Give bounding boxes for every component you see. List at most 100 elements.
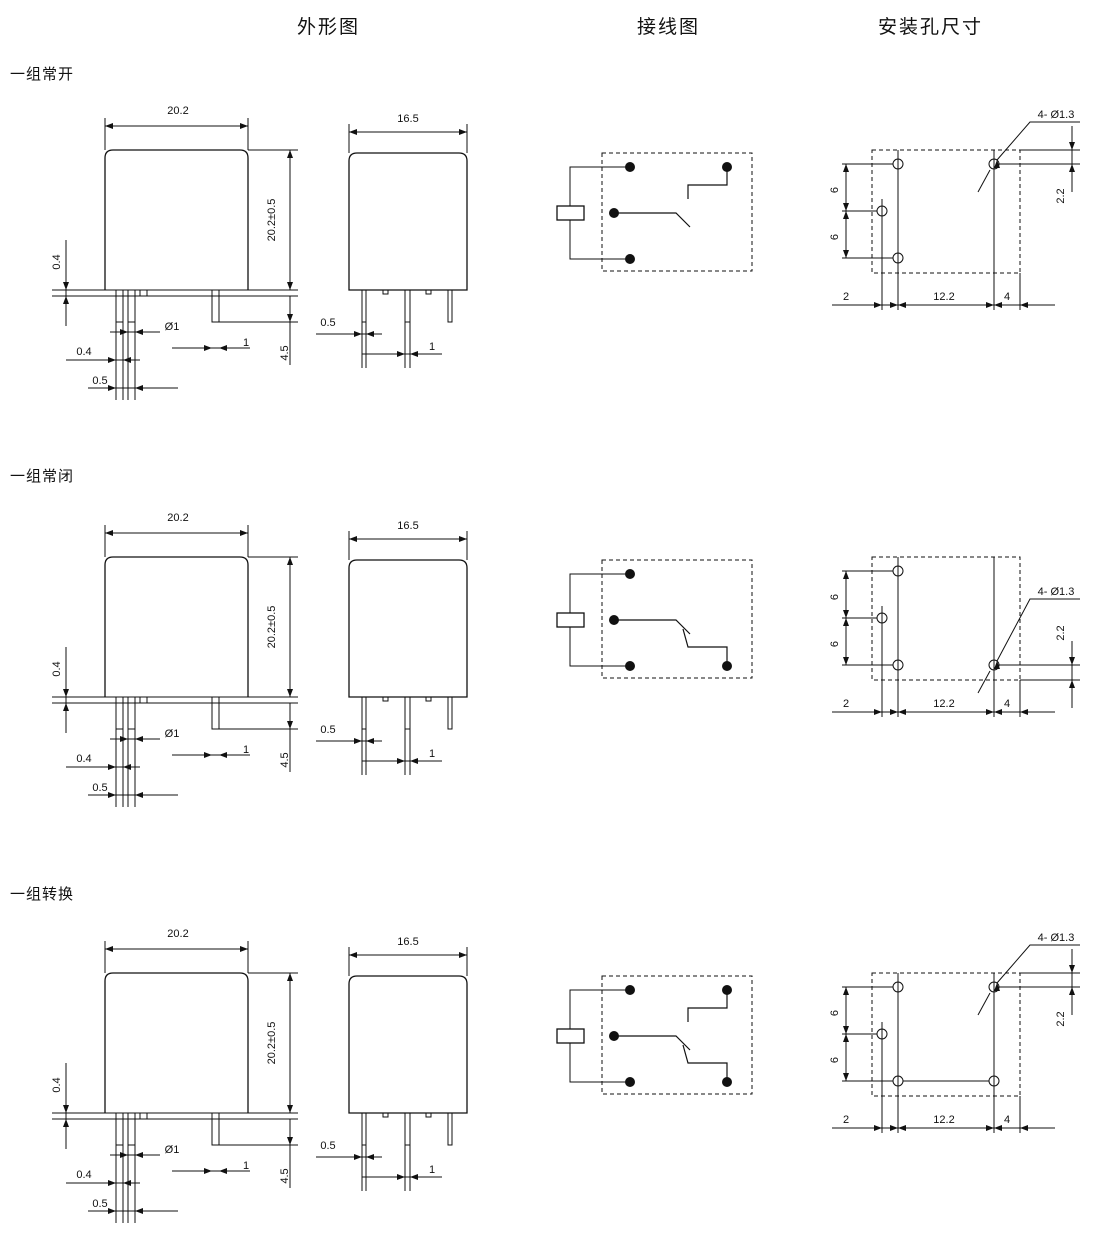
arrowhead	[843, 987, 849, 995]
arrowhead	[135, 792, 143, 798]
front-view-body	[104, 149, 249, 290]
coil-terminal-1	[625, 569, 635, 579]
row-label-nc: 一组常闭	[10, 467, 75, 485]
side-pin-stub	[382, 696, 389, 702]
arrowhead	[108, 385, 116, 391]
hole-leader-line	[977, 670, 991, 694]
pin-pitch-label: 0.5	[92, 782, 107, 794]
arrowhead	[287, 557, 293, 565]
front-pin	[127, 1112, 136, 1146]
front-pin	[127, 696, 136, 730]
hole-edge-v-label: 2.2	[1055, 1011, 1067, 1026]
arrowhead	[843, 1034, 849, 1042]
front-pin	[211, 1112, 220, 1146]
pin-length-label: 4.5	[279, 752, 291, 767]
arrowhead	[349, 129, 357, 135]
armature	[614, 212, 691, 228]
drawing-group-nc: 20.220.2±0.50.44.5Ø110.40.516.50.51662.2…	[51, 512, 1080, 807]
arrowhead	[890, 1125, 898, 1131]
coil-wire-top	[569, 989, 630, 1029]
no-terminal	[722, 162, 732, 172]
armature	[614, 1035, 691, 1051]
side-pin-stub	[382, 1112, 389, 1118]
arrowhead	[63, 689, 69, 697]
height-label: 20.2±0.5	[266, 199, 278, 242]
hole-spec-label: 4- Ø1.3	[1038, 932, 1075, 944]
section-changeover: 20.220.2±0.50.44.5Ø110.40.516.50.51662.2…	[51, 928, 1080, 1223]
side-width-label: 16.5	[397, 113, 418, 125]
arrowhead	[123, 764, 131, 770]
row-label-no: 一组常开	[10, 65, 75, 83]
arrowhead	[1069, 142, 1075, 150]
relay-outline-dashed	[601, 559, 753, 679]
side-pin	[447, 696, 453, 730]
hole-pitch-b-label: 6	[829, 641, 841, 647]
front-pin	[127, 289, 136, 323]
arrowhead	[123, 357, 131, 363]
arrowhead	[874, 1125, 882, 1131]
leader-arrow	[994, 661, 1000, 669]
arrowhead	[135, 329, 143, 335]
height-label: 20.2±0.5	[266, 606, 278, 649]
front-width-label: 20.2	[167, 105, 188, 117]
arrowhead	[349, 536, 357, 542]
hole-pitch-a-label: 6	[829, 1010, 841, 1016]
arrowhead	[843, 164, 849, 172]
arrowhead	[287, 973, 293, 981]
arrowhead	[459, 952, 467, 958]
nc-contact	[682, 1044, 728, 1082]
front-pin	[211, 696, 220, 730]
arrowhead	[287, 1137, 293, 1145]
section-normally-open: 20.220.2±0.50.44.5Ø110.40.516.50.51662.2…	[51, 105, 1080, 400]
coil-terminal-1	[625, 985, 635, 995]
arrowhead	[397, 1174, 405, 1180]
side-pin-stub	[425, 1112, 432, 1118]
hole-span-label: 12.2	[933, 1114, 954, 1126]
arrowhead	[240, 123, 248, 129]
pin-width-label: 1	[243, 337, 249, 349]
arrowhead	[219, 1168, 227, 1174]
hole-span-label: 12.2	[933, 698, 954, 710]
side-width-label: 16.5	[397, 520, 418, 532]
pin-w-front-label: 0.4	[76, 753, 91, 765]
arrowhead	[287, 282, 293, 290]
side-width-label: 16.5	[397, 936, 418, 948]
hole-edge-left-label: 2	[843, 698, 849, 710]
arrowhead	[898, 709, 906, 715]
hole-spec-label: 4- Ø1.3	[1038, 586, 1075, 598]
relay-outline-dashed	[601, 975, 753, 1095]
front-pin	[115, 696, 124, 730]
front-pin	[211, 289, 220, 323]
arrowhead	[354, 738, 362, 744]
side-pin	[447, 1112, 453, 1146]
arrowhead	[366, 331, 374, 337]
footprint-outline-dashed	[871, 556, 1021, 681]
hole-edge-right-label: 4	[1004, 1114, 1010, 1126]
arrowhead	[890, 709, 898, 715]
side-pin-thick-label: 0.5	[320, 317, 335, 329]
side-pin-thick-label: 0.5	[320, 724, 335, 736]
coil-wire-top	[569, 573, 630, 613]
arrowhead	[994, 302, 1002, 308]
arrowhead	[108, 764, 116, 770]
arrowhead	[204, 1168, 212, 1174]
coil-wire-top	[569, 166, 630, 206]
arrowhead	[135, 385, 143, 391]
arrowhead	[843, 571, 849, 579]
hole-edge-v-label: 2.2	[1055, 188, 1067, 203]
arrowhead	[63, 703, 69, 711]
leader-arrow	[994, 983, 1000, 991]
arrowhead	[986, 1125, 994, 1131]
pin-pitch-label: 0.5	[92, 1198, 107, 1210]
header-mounting: 安装孔尺寸	[878, 16, 984, 38]
arrowhead	[287, 689, 293, 697]
pin-diameter-label: Ø1	[165, 1144, 180, 1156]
pin-pitch-label: 0.5	[92, 375, 107, 387]
arrowhead	[1020, 1125, 1028, 1131]
arrowhead	[366, 738, 374, 744]
arrowhead	[287, 721, 293, 729]
arrowhead	[1069, 987, 1075, 995]
arrowhead	[1020, 302, 1028, 308]
base-gap-label: 0.4	[51, 254, 63, 269]
header-wiring: 接线图	[637, 16, 701, 38]
